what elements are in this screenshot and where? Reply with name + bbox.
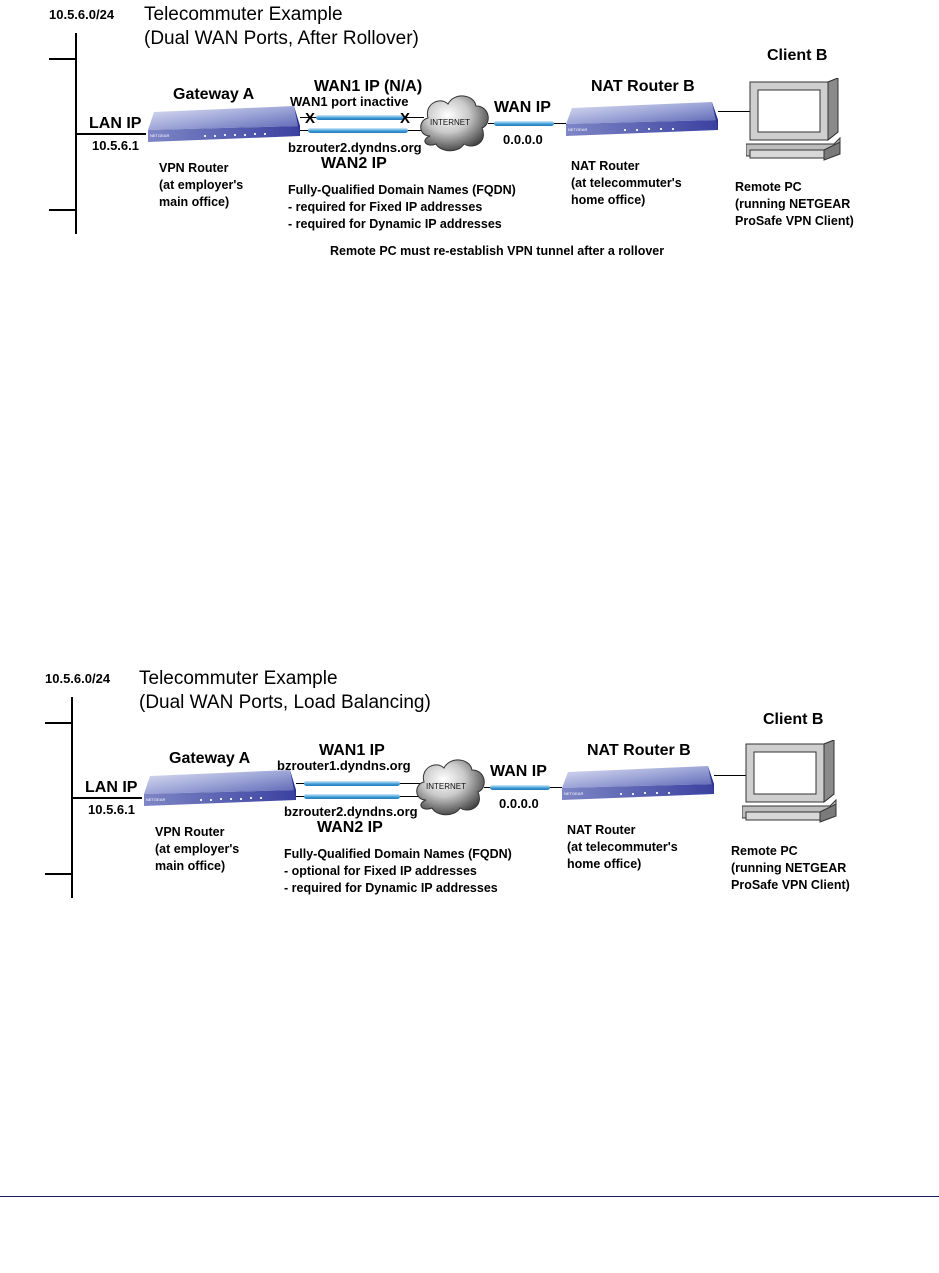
nat-desc-2: (at telecommuter's bbox=[567, 840, 678, 854]
wan1-port-inactive: WAN1 port inactive bbox=[290, 94, 409, 109]
wan2-cable bbox=[308, 128, 408, 133]
wan1-cable bbox=[304, 781, 400, 786]
vpn-router-icon: NETGEAR bbox=[148, 106, 300, 142]
diagram-title: Telecommuter Example bbox=[144, 4, 343, 25]
internet-label: INTERNET bbox=[430, 118, 470, 127]
nat-desc-3: home office) bbox=[571, 193, 646, 207]
wan-ip-value: 0.0.0.0 bbox=[503, 132, 543, 147]
fqdn-line-2: - required for Fixed IP addresses bbox=[288, 200, 483, 214]
nat-router-label: NAT Router B bbox=[591, 78, 695, 95]
svg-text:NETGEAR: NETGEAR bbox=[568, 127, 587, 132]
wan1-label: WAN1 IP bbox=[319, 742, 385, 759]
wan2-label: WAN2 IP bbox=[321, 155, 387, 172]
wan1-cable bbox=[316, 115, 406, 120]
client-label: Client B bbox=[763, 711, 824, 728]
internet-label: INTERNET bbox=[426, 782, 466, 791]
lan-link-line bbox=[76, 133, 146, 135]
nat-desc-3: home office) bbox=[567, 857, 642, 871]
nat-router-label: NAT Router B bbox=[587, 742, 691, 759]
lan-ip-label: LAN IP bbox=[89, 115, 142, 132]
wan2-label: WAN2 IP bbox=[317, 819, 383, 836]
gateway-desc-3: main office) bbox=[159, 195, 230, 209]
subnet-label: 10.5.6.0/24 bbox=[49, 7, 115, 22]
internet-cloud-icon: INTERNET bbox=[420, 95, 489, 152]
gateway-label: Gateway A bbox=[173, 86, 255, 103]
remote-pc-icon bbox=[742, 740, 837, 823]
diagram-subtitle: (Dual WAN Ports, Load Balancing) bbox=[139, 692, 431, 713]
page-bottom-rule bbox=[0, 1196, 939, 1197]
client-desc-2: (running NETGEAR bbox=[731, 861, 847, 875]
svg-text:NETGEAR: NETGEAR bbox=[150, 133, 169, 138]
lan-stub-line bbox=[49, 58, 76, 60]
lan-link-line bbox=[72, 797, 142, 799]
wan-ip-label: WAN IP bbox=[490, 763, 547, 780]
wan2-cable bbox=[304, 794, 400, 799]
nat-router-icon: NETGEAR bbox=[566, 102, 718, 136]
client-desc-2: (running NETGEAR bbox=[735, 197, 851, 211]
wan2-hostname: bzrouter2.dyndns.org bbox=[288, 140, 422, 155]
svg-text:NETGEAR: NETGEAR bbox=[564, 791, 583, 796]
client-desc-1: Remote PC bbox=[731, 844, 798, 858]
nat-desc-1: NAT Router bbox=[571, 159, 640, 173]
wan1-x-mark-right: X bbox=[400, 110, 411, 127]
wan1-x-mark-left: X bbox=[305, 110, 316, 127]
wan-cable bbox=[490, 785, 550, 790]
nat-desc-2: (at telecommuter's bbox=[571, 176, 682, 190]
wan2-hostname: bzrouter2.dyndns.org bbox=[284, 804, 418, 819]
lan-stub-line bbox=[45, 873, 72, 875]
diagram-after-rollover: 10.5.6.0/24 Telecommuter Example (Dual W… bbox=[0, 0, 939, 300]
client-desc-1: Remote PC bbox=[735, 180, 802, 194]
gateway-desc-2: (at employer's bbox=[159, 178, 244, 192]
client-link-line bbox=[718, 111, 752, 112]
internet-cloud-icon: INTERNET bbox=[416, 759, 485, 816]
wan-cable bbox=[494, 121, 554, 126]
gateway-desc-2: (at employer's bbox=[155, 842, 240, 856]
remote-pc-icon bbox=[746, 78, 841, 161]
diagram-title: Telecommuter Example bbox=[139, 668, 338, 689]
gateway-desc-1: VPN Router bbox=[155, 825, 225, 839]
nat-desc-1: NAT Router bbox=[567, 823, 636, 837]
subnet-label: 10.5.6.0/24 bbox=[45, 671, 111, 686]
lan-stub-line bbox=[49, 209, 76, 211]
fqdn-line-1: Fully-Qualified Domain Names (FQDN) bbox=[284, 847, 512, 861]
client-link-line bbox=[714, 775, 748, 776]
fqdn-line-3: - required for Dynamic IP addresses bbox=[284, 881, 498, 895]
fqdn-line-3: - required for Dynamic IP addresses bbox=[288, 217, 502, 231]
fqdn-line-1: Fully-Qualified Domain Names (FQDN) bbox=[288, 183, 516, 197]
vpn-router-icon: NETGEAR bbox=[144, 770, 296, 806]
fqdn-line-2: - optional for Fixed IP addresses bbox=[284, 864, 477, 878]
svg-text:NETGEAR: NETGEAR bbox=[146, 797, 165, 802]
wan-ip-value: 0.0.0.0 bbox=[499, 796, 539, 811]
client-label: Client B bbox=[767, 47, 828, 64]
gateway-desc-3: main office) bbox=[155, 859, 226, 873]
client-desc-3: ProSafe VPN Client) bbox=[731, 878, 850, 892]
wan1-label: WAN1 IP (N/A) bbox=[314, 78, 423, 95]
diagram-subtitle: (Dual WAN Ports, After Rollover) bbox=[144, 28, 419, 49]
lan-stub-line bbox=[45, 722, 72, 724]
nat-router-icon: NETGEAR bbox=[562, 766, 714, 800]
lan-ip-label: LAN IP bbox=[85, 779, 138, 796]
rollover-footnote: Remote PC must re-establish VPN tunnel a… bbox=[330, 244, 665, 258]
client-desc-3: ProSafe VPN Client) bbox=[735, 214, 854, 228]
lan-ip-value: 10.5.6.1 bbox=[88, 802, 135, 817]
wan1-hostname: bzrouter1.dyndns.org bbox=[277, 758, 411, 773]
gateway-label: Gateway A bbox=[169, 750, 251, 767]
diagram-load-balancing: 10.5.6.0/24 Telecommuter Example (Dual W… bbox=[0, 664, 939, 964]
lan-ip-value: 10.5.6.1 bbox=[92, 138, 139, 153]
wan-ip-label: WAN IP bbox=[494, 99, 551, 116]
gateway-desc-1: VPN Router bbox=[159, 161, 229, 175]
